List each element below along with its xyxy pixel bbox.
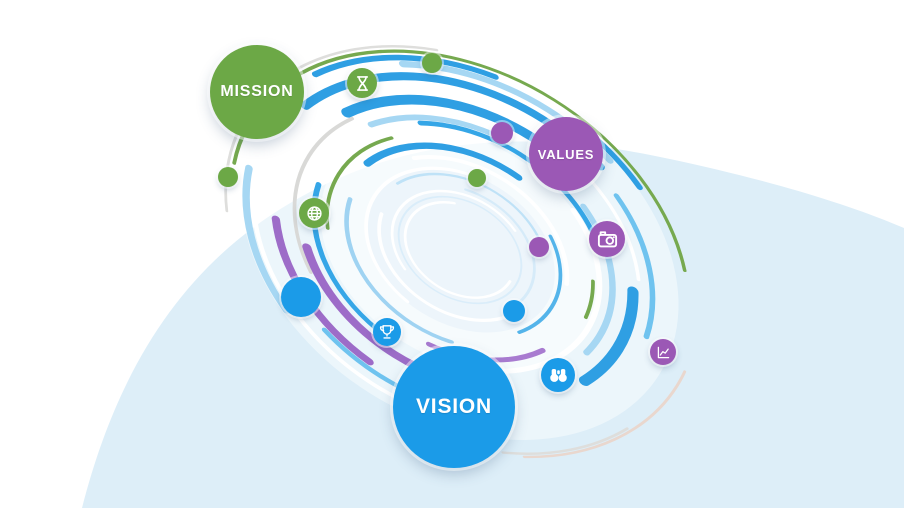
orbit-dot-blue-center: [503, 300, 525, 322]
values-bubble[interactable]: VALUES: [529, 117, 603, 191]
camera-icon: [597, 230, 617, 247]
binoculars-icon: [549, 368, 567, 382]
mission-label: MISSION: [220, 83, 294, 100]
orbit-dot-green-left: [218, 167, 238, 187]
hourglass-icon: [356, 75, 368, 91]
orbit-dot-blue-left: [281, 277, 321, 317]
orbit-dot-green-top: [422, 53, 442, 73]
satellite-globe[interactable]: [299, 198, 329, 228]
vision-bubble[interactable]: VISION: [393, 346, 515, 468]
vision-label: VISION: [416, 395, 492, 418]
satellite-chart[interactable]: [650, 339, 676, 365]
satellite-camera[interactable]: [589, 221, 625, 257]
values-label: VALUES: [537, 146, 595, 162]
trophy-icon: [379, 325, 395, 339]
chart-icon: [657, 346, 669, 358]
mission-bubble[interactable]: MISSION: [210, 45, 304, 139]
globe-icon: [306, 205, 322, 221]
satellite-hourglass[interactable]: [347, 68, 377, 98]
satellite-trophy[interactable]: [373, 318, 401, 346]
satellite-binoculars[interactable]: [541, 358, 575, 392]
orbit-dot-purple-center: [529, 237, 549, 257]
orbit-dot-green-center: [468, 169, 486, 187]
orbit-dot-purple-top: [491, 122, 513, 144]
